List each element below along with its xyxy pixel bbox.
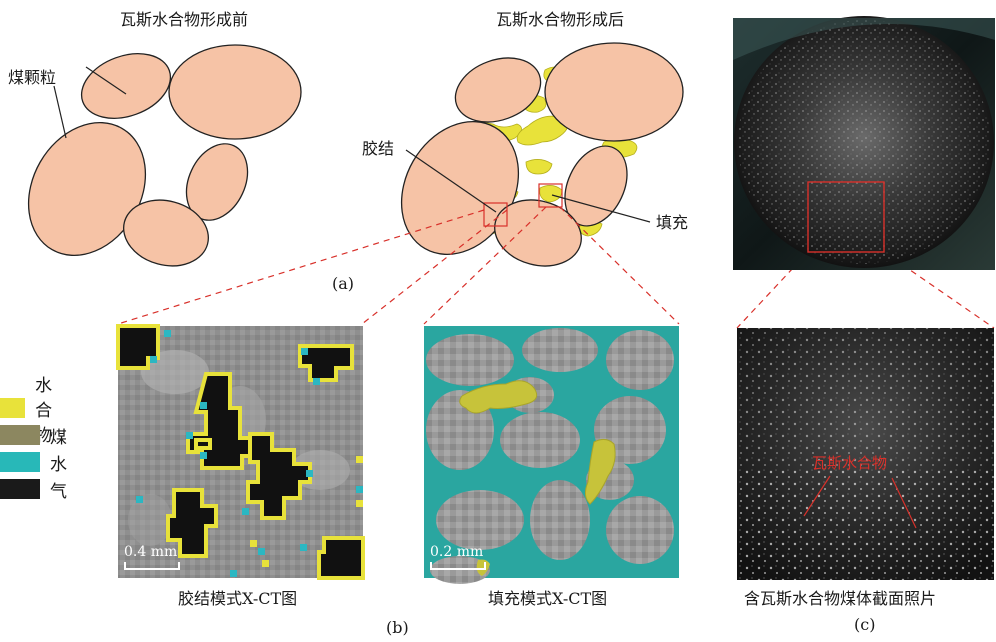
pointer-coal-particle xyxy=(85,66,127,95)
scale-bar-cement xyxy=(124,562,180,570)
coal-particle xyxy=(544,42,684,142)
pointer-fill xyxy=(551,194,651,223)
scale-label-fill: 0.2 mm xyxy=(430,544,484,560)
legend-item-coal: 煤 xyxy=(0,425,67,448)
legend-swatch xyxy=(0,425,40,445)
legend-item-hydrate: 水合物 xyxy=(0,376,67,446)
coal-particle xyxy=(454,57,542,123)
legend-swatch xyxy=(0,452,40,472)
pointer-hydrate-2 xyxy=(891,477,917,529)
zoom-box-fill xyxy=(538,183,563,208)
legend-label: 煤 xyxy=(50,427,67,448)
caption-ct-cement: 胶结模式X-CT图 xyxy=(178,589,298,608)
pointer-hydrate-1 xyxy=(803,475,831,517)
caption-photo: 含瓦斯水合物煤体截面照片 xyxy=(744,589,937,608)
caption-c: (c) xyxy=(854,615,876,634)
ct-fill xyxy=(424,326,679,584)
pointer-cement xyxy=(405,149,497,213)
pointer-coal-particle-2 xyxy=(53,85,67,139)
label-hydrate-photo: 瓦斯水合物 xyxy=(812,454,888,472)
coal-particle xyxy=(168,44,302,140)
coal-particles-after xyxy=(400,42,684,267)
caption-ct-fill: 填充模式X-CT图 xyxy=(488,589,608,608)
coal-particles-before xyxy=(27,44,302,267)
label-coal-particle: 煤颗粒 xyxy=(8,68,57,87)
scale-bar-fill xyxy=(430,562,486,570)
label-cement: 胶结 xyxy=(362,139,395,158)
coal-particle xyxy=(80,53,172,119)
title-after: 瓦斯水合物形成后 xyxy=(496,10,625,29)
coal-particle xyxy=(494,199,582,267)
zoom-box-photo xyxy=(807,181,885,253)
legend-item-water: 水 xyxy=(0,452,67,475)
label-fill: 填充 xyxy=(656,213,689,232)
legend-label: 气 xyxy=(50,481,67,502)
coal-particle xyxy=(564,145,628,227)
caption-b: (b) xyxy=(386,618,409,637)
legend-swatch xyxy=(0,398,26,418)
scale-label-cement: 0.4 mm xyxy=(124,544,178,560)
ct-cement xyxy=(116,324,365,580)
legend-label: 水 xyxy=(50,454,67,475)
coal-particle xyxy=(122,199,210,267)
title-before: 瓦斯水合物形成前 xyxy=(120,10,249,29)
caption-a: (a) xyxy=(332,274,355,293)
zoom-lines-b xyxy=(117,206,680,325)
legend-item-gas: 气 xyxy=(0,479,67,502)
zoom-box-cement xyxy=(483,202,508,227)
legend-swatch xyxy=(0,479,40,499)
